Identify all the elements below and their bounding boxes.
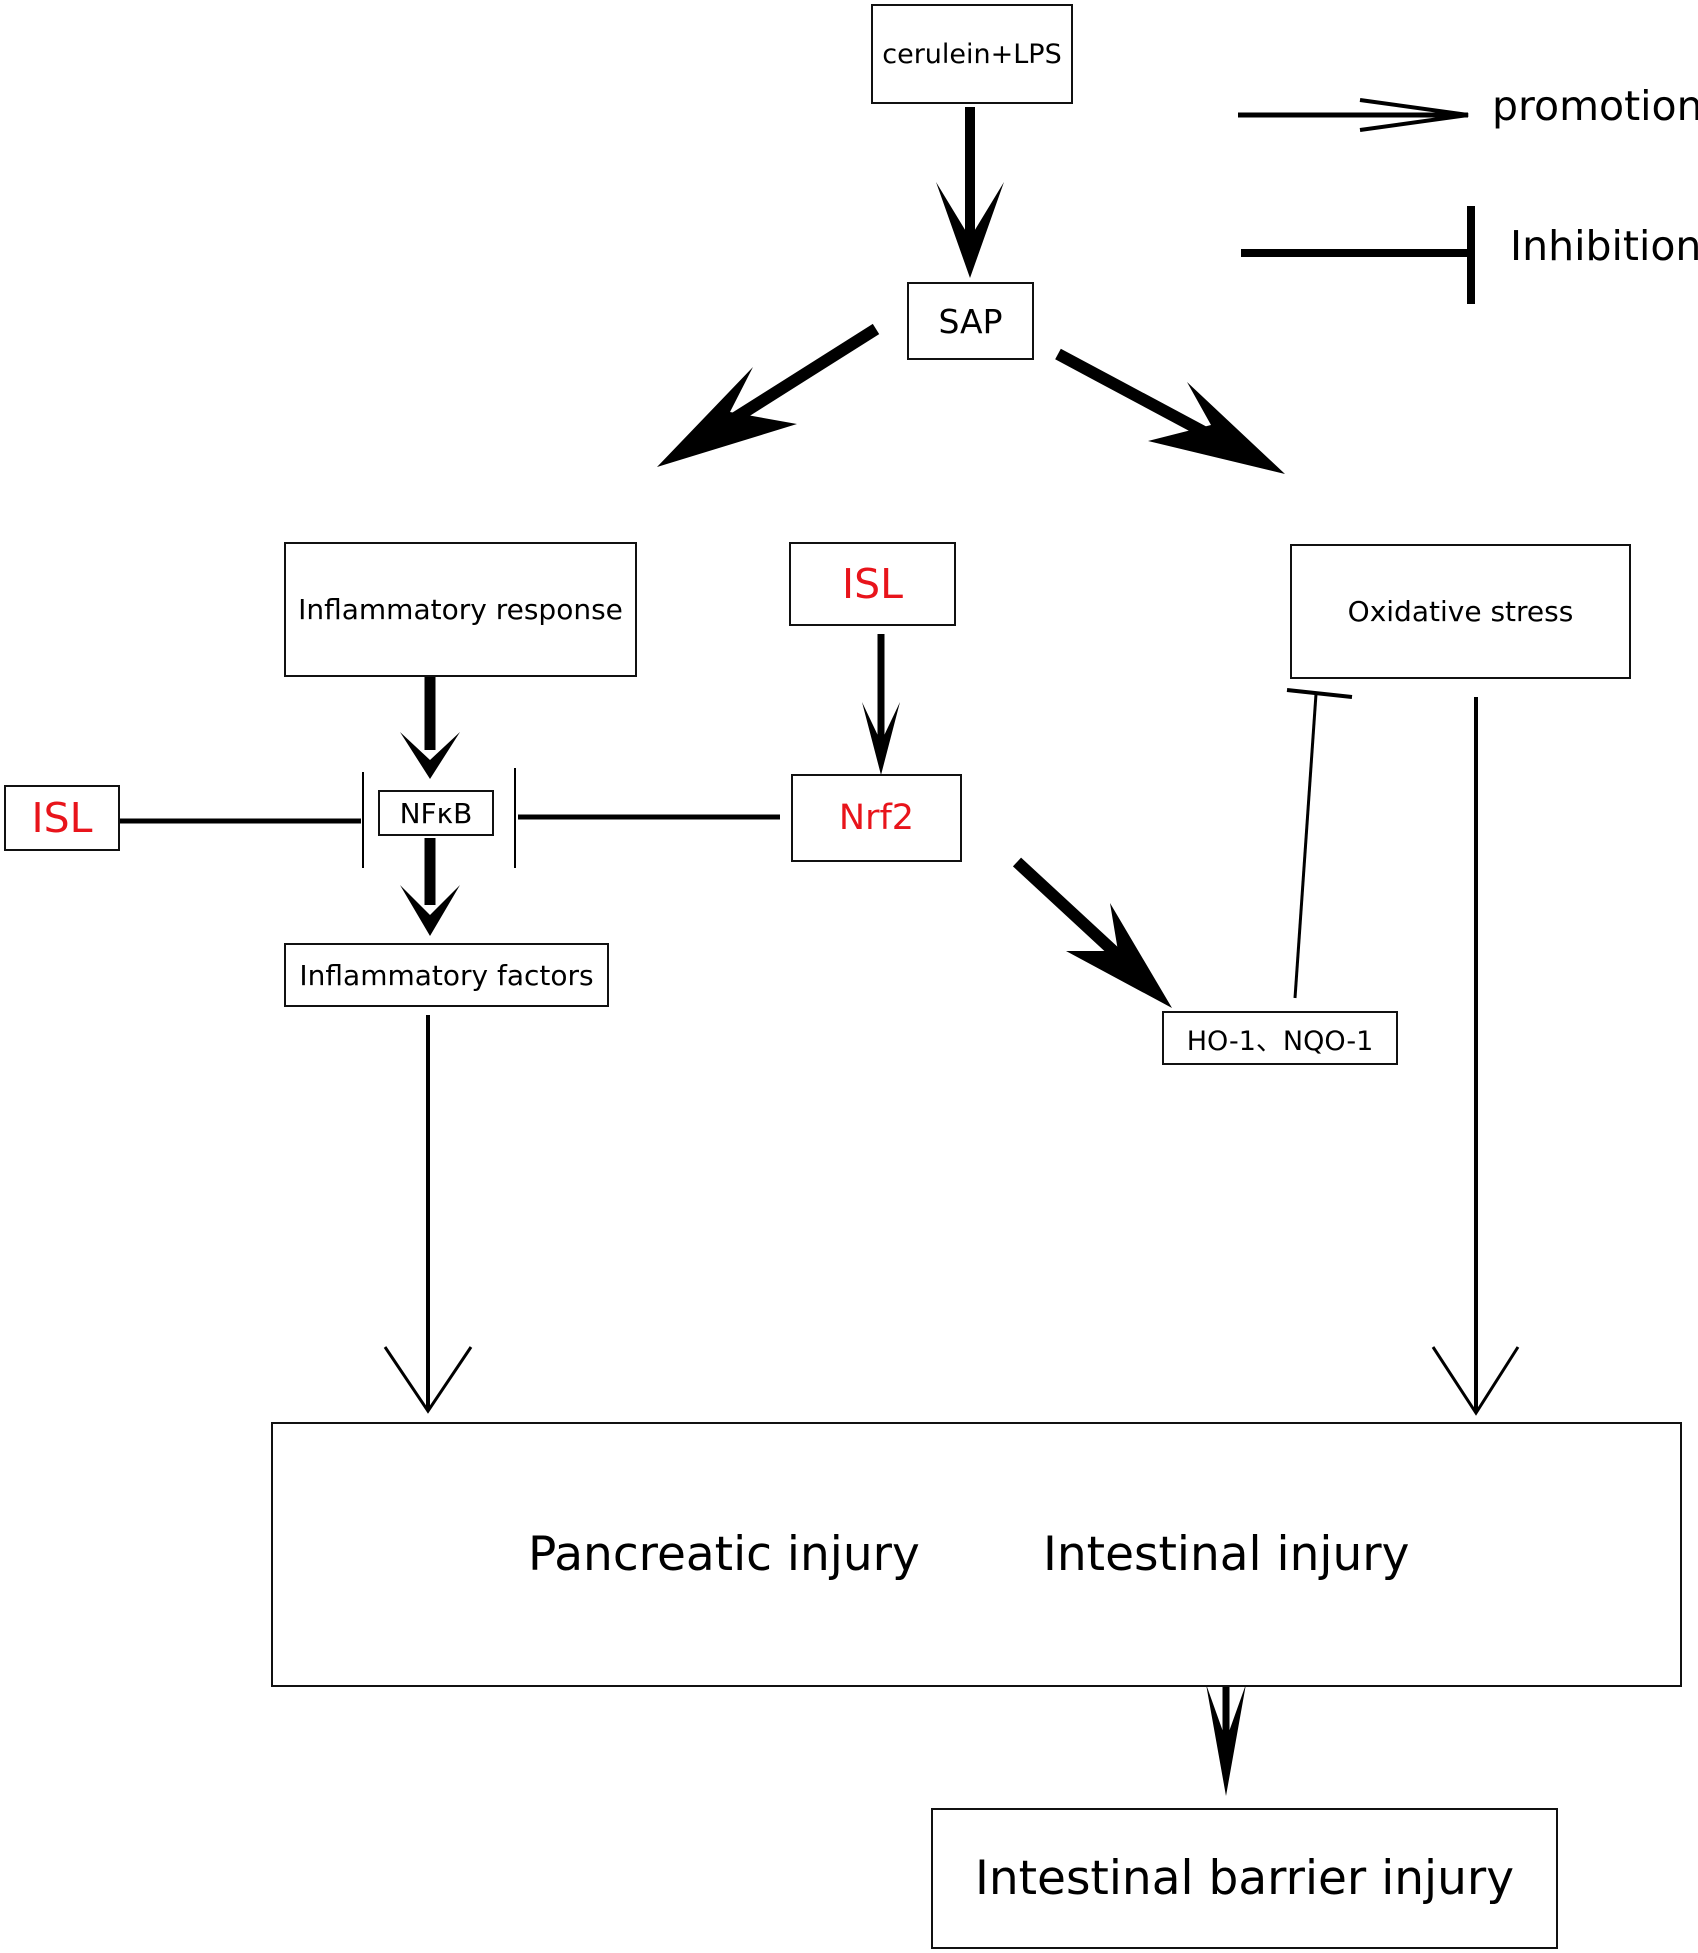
node-intestinal-barrier-injury: Intestinal barrier injury xyxy=(931,1808,1558,1949)
node-sap: SAP xyxy=(907,282,1034,360)
inhibit-nrf2-to-nfkb xyxy=(514,768,780,868)
node-inflammatory-response: Inflammatory response xyxy=(284,542,637,677)
arrow-sap-to-inflammatory xyxy=(657,323,880,467)
arrow-nrf2-to-ho1 xyxy=(1012,857,1172,1008)
node-cerulein-lps: cerulein+LPS xyxy=(871,4,1073,104)
node-isl-left: ISL xyxy=(4,785,120,851)
inhibit-isl-to-nfkb xyxy=(120,772,364,868)
legend-promotion-arrow xyxy=(1238,98,1469,132)
arrow-inflammatory-to-nfkb xyxy=(400,677,460,779)
arrow-oxidative-to-injury xyxy=(1431,697,1520,1416)
node-oxidative-stress: Oxidative stress xyxy=(1290,544,1631,679)
node-injury-box xyxy=(271,1422,1682,1687)
arrow-factors-to-injury xyxy=(383,1015,473,1414)
node-nrf2: Nrf2 xyxy=(791,774,962,862)
node-nfkb: NFκB xyxy=(378,790,494,836)
node-ho1-nqo1: HO-1、NQO-1 xyxy=(1162,1011,1398,1065)
node-inflammatory-factors: Inflammatory factors xyxy=(284,943,609,1007)
inhibit-ho1-to-oxidative xyxy=(1286,688,1353,999)
arrow-sap-to-oxidative xyxy=(1055,348,1285,474)
arrow-nfkb-to-factors xyxy=(400,838,460,936)
legend-inhibition-symbol xyxy=(1241,206,1475,304)
legend-promotion-label: promotion xyxy=(1492,82,1698,130)
node-isl-top: ISL xyxy=(789,542,956,626)
legend-inhibition-label: Inhibition xyxy=(1510,222,1698,270)
label-pancreatic-injury: Pancreatic injury xyxy=(528,1527,920,1582)
arrow-cerulein-to-sap xyxy=(936,107,1004,278)
label-intestinal-injury: Intestinal injury xyxy=(1043,1527,1410,1582)
arrow-isl-to-nrf2 xyxy=(862,634,900,775)
